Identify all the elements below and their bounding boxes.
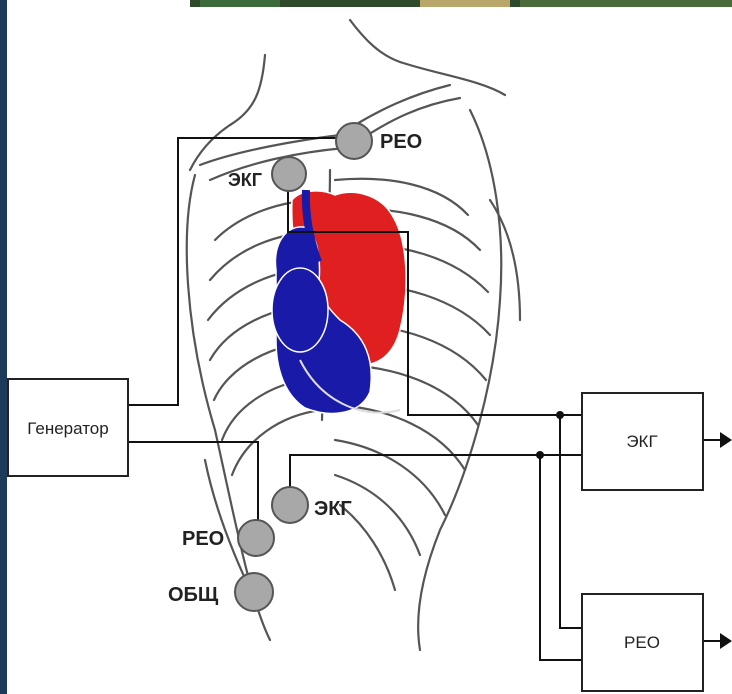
- output-arrows: [720, 432, 732, 649]
- reo-output-box: РЕО: [582, 594, 703, 691]
- electrode-ecg-top: ЭКГ: [228, 157, 306, 191]
- arrow-right-icon: [720, 633, 732, 649]
- ecg-output-label: ЭКГ: [626, 432, 657, 451]
- arrow-right-icon: [720, 432, 732, 448]
- generator-box: Генератор: [8, 379, 128, 476]
- electrode-label-reo-bottom: РЕО: [182, 528, 224, 550]
- left-frame-bar: [0, 0, 7, 694]
- heart-drawing: [272, 190, 406, 413]
- electrode-label-ecg-top: ЭКГ: [228, 170, 262, 190]
- electrode-label-reo-top: РЕО: [380, 131, 422, 153]
- reo-output-label: РЕО: [624, 633, 660, 652]
- electrode-label-ecg-bottom: ЭКГ: [314, 498, 352, 520]
- ecg-output-box: ЭКГ: [582, 393, 703, 490]
- electrode-common: ОБЩ: [168, 573, 273, 611]
- electrode-ecg-bottom: ЭКГ: [272, 487, 352, 523]
- electrode-label-common: ОБЩ: [168, 584, 219, 606]
- generator-label: Генератор: [27, 419, 108, 438]
- top-strip: [0, 0, 732, 7]
